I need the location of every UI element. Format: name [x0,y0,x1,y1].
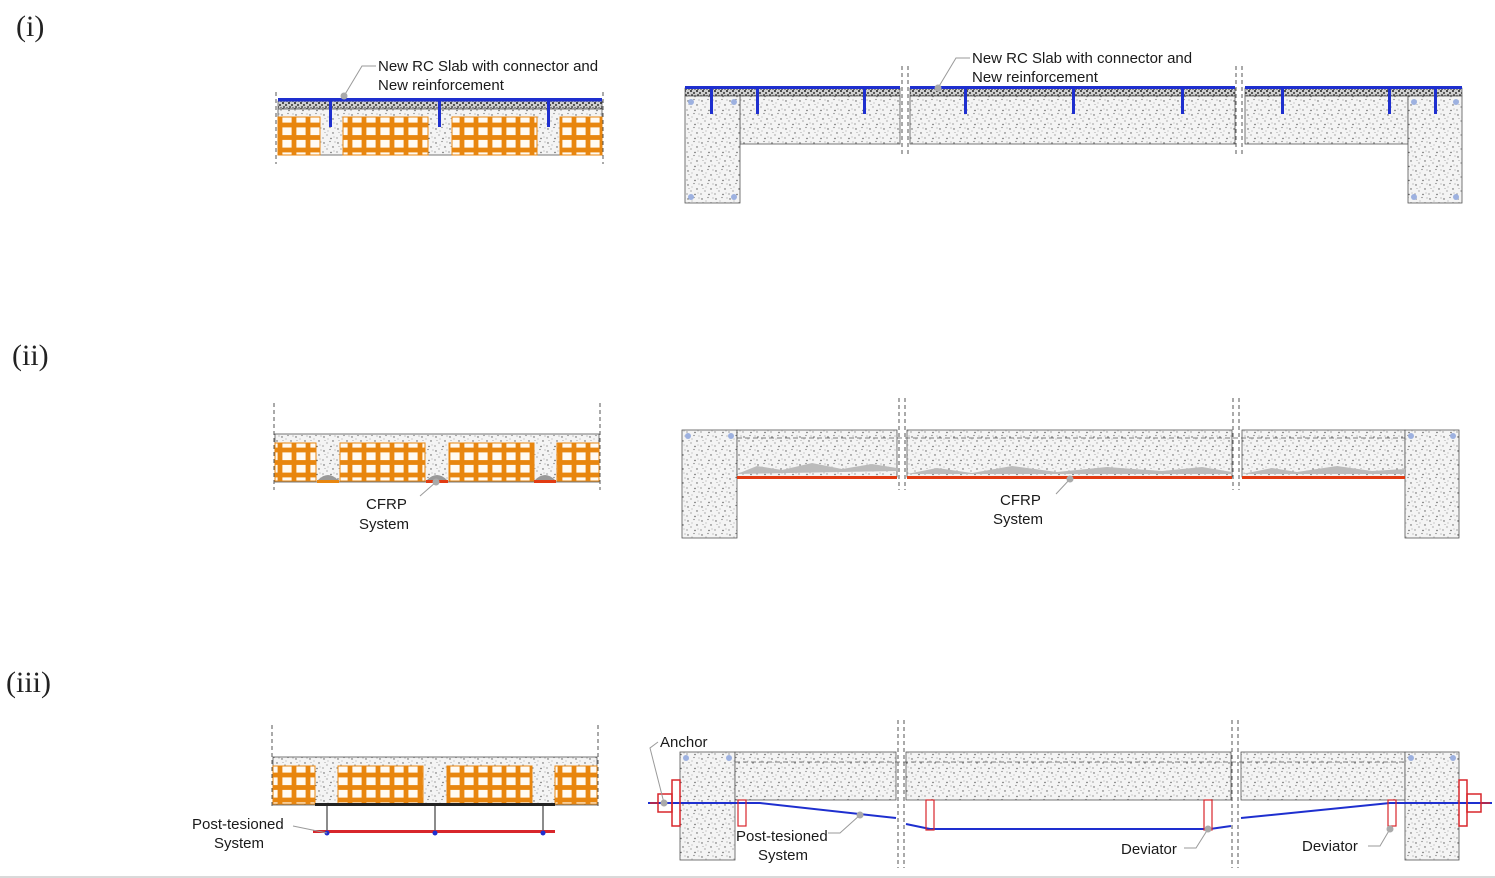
callout-post-tension-line2: System [214,835,264,852]
panel-iii-section: Post-tesioned System [192,725,599,852]
new-reinforcement-bar [278,98,602,102]
panel-label-ii: (ii) [12,339,49,372]
callout-new-rc-slab-line1: New RC Slab with connector and [378,58,598,75]
tendon-profile [905,823,1232,830]
callout-post-tension-elev-line1: Post-tesioned [736,828,828,845]
panel-iii-elevation: Anchor Post-tesioned System Deviator Dev… [648,720,1492,868]
cfrp-strip [534,480,556,483]
callout-cfrp-line1: CFRP [366,496,407,513]
callout-post-tension-line1: Post-tesioned [192,816,284,833]
tendon-profile [1240,802,1492,819]
cfrp-laminate [737,476,897,479]
anchor-left [650,779,681,827]
panel-label-iii: (iii) [6,666,51,699]
deviator [737,799,747,827]
connector [329,101,332,127]
column-right [1407,95,1463,204]
leader-dot [340,92,348,100]
callout-new-rc-slab-elev-line2: New reinforcement [972,69,1099,86]
connector [438,101,441,127]
panel-i-section: New RC Slab with connector and New reinf… [275,58,604,164]
callout-cfrp-elev-line1: CFRP [1000,492,1041,509]
callout-deviator-right: Deviator [1302,838,1358,855]
connector [547,101,550,127]
deviator [1387,799,1397,827]
callout-post-tension-elev-line2: System [758,847,808,864]
leader-line [343,65,376,97]
callout-new-rc-slab-elev-line1: New RC Slab with connector and [972,50,1192,67]
cfrp-laminate [1242,476,1405,479]
callout-deviator-mid: Deviator [1121,841,1177,858]
panel-i-elevation: New RC Slab with connector and New reinf… [684,50,1463,204]
anchor-right [1458,779,1490,827]
panel-ii-section: CFRP System [273,403,601,533]
panel-label-i: (i) [16,10,44,43]
callout-new-rc-slab-line2: New reinforcement [378,77,505,94]
callout-cfrp-line2: System [359,516,409,533]
callout-anchor: Anchor [660,734,708,751]
cfrp-strip [317,480,339,483]
tendon-profile [648,802,897,819]
deviator [925,799,935,831]
bottom-border [0,876,1495,878]
panel-ii-elevation: CFRP System [681,398,1460,539]
callout-cfrp-elev-line2: System [993,511,1043,528]
